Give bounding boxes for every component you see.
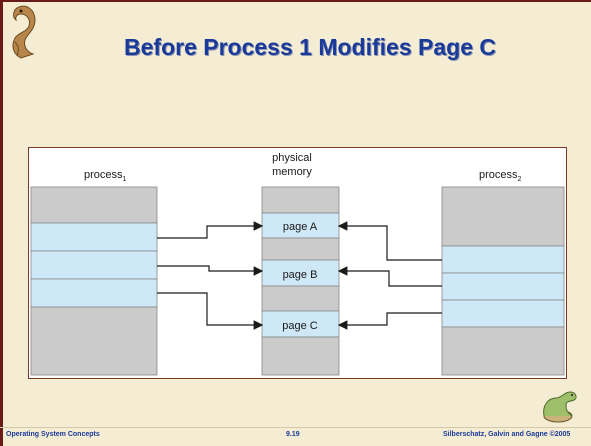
footer-course-title: Operating System Concepts: [6, 431, 100, 438]
process1-block-gray-top: [30, 186, 158, 224]
p2-to-page-c-arrow: [337, 312, 442, 330]
page-a-label: page A: [283, 221, 318, 233]
slide-title: Before Process 1 Modifies Page C: [124, 34, 496, 60]
dinosaur-mascot-icon: [543, 391, 577, 423]
left-border: [0, 0, 3, 446]
page-b-label: page B: [283, 269, 318, 281]
process2-page-row-3: [441, 299, 565, 328]
physical-memory-column: page A page B page C: [261, 186, 340, 376]
process2-page-row-1: [441, 245, 565, 274]
p2-to-page-b-arrow: [337, 266, 442, 287]
memory-label-line1: physical: [272, 152, 312, 164]
p1-to-page-c-arrow: [157, 292, 264, 330]
process1-label: process1: [84, 169, 127, 183]
process1-page-row-2: [30, 250, 158, 280]
memory-label-line2: memory: [272, 166, 312, 178]
page-c-label: page C: [282, 320, 318, 332]
memory-page-b: [261, 259, 340, 287]
memory-block-gray-3: [261, 285, 340, 312]
process2-column: [441, 186, 565, 376]
process1-block-gray-bottom: [30, 306, 158, 376]
process1-column: [30, 186, 158, 376]
footer-page-number: 9.19: [286, 431, 300, 438]
process1-page-row-1: [30, 222, 158, 252]
process1-page-row-3: [30, 278, 158, 308]
copy-on-write-diagram: process1 physical memory process2: [30, 152, 565, 376]
p1-to-page-a-arrow: [157, 221, 264, 239]
memory-page-c: [261, 310, 340, 338]
process2-block-gray-top: [441, 186, 565, 247]
process2-label: process2: [479, 169, 522, 183]
memory-page-a: [261, 212, 340, 239]
p2-to-page-a-arrow: [337, 221, 442, 261]
memory-block-gray-1: [261, 186, 340, 214]
process2-page-row-2: [441, 272, 565, 301]
footer-copyright: Silberschatz, Galvin and Gagne ©2005: [443, 431, 571, 438]
memory-block-gray-2: [261, 237, 340, 261]
footer-divider: [0, 427, 591, 428]
diagram-frame: process1 physical memory process2: [28, 147, 567, 379]
dinosaur-logo-icon: [12, 5, 36, 59]
top-border: [0, 0, 591, 2]
process2-block-gray-bottom: [441, 326, 565, 376]
memory-block-gray-4: [261, 336, 340, 376]
p1-to-page-b-arrow: [157, 265, 264, 276]
